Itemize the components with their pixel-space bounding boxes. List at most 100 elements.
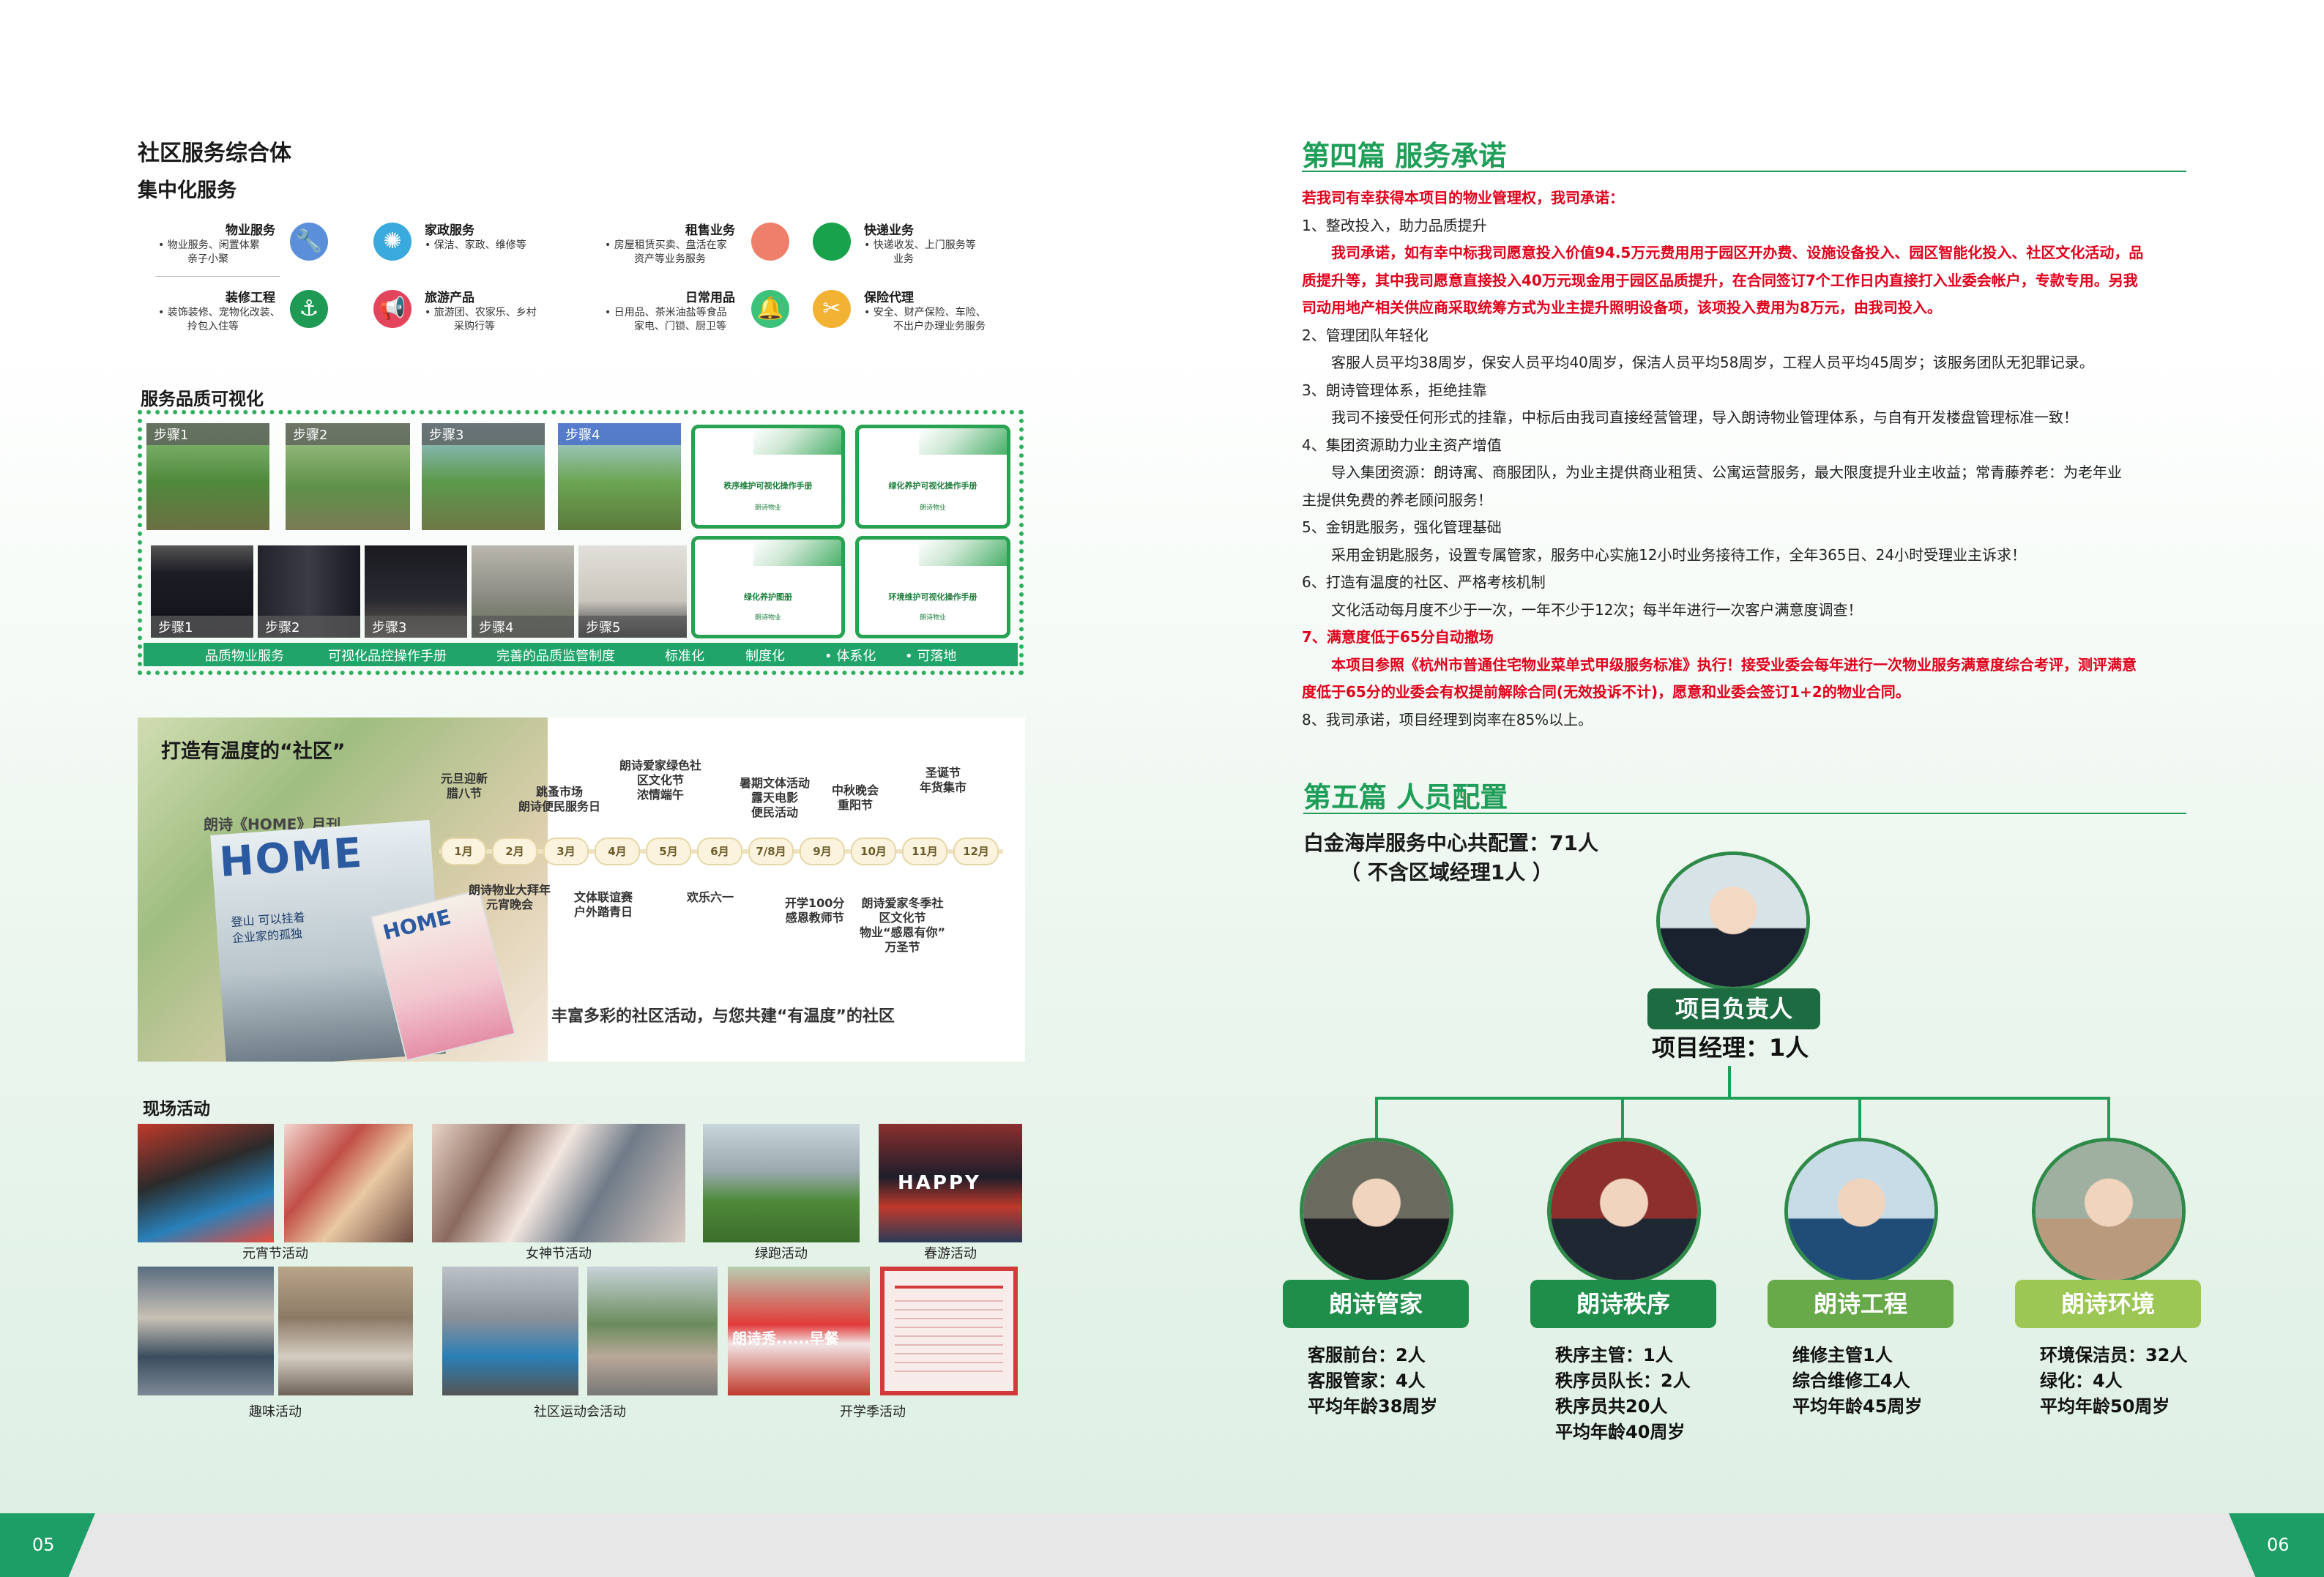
section-divider bbox=[1303, 813, 2186, 814]
manual-cover: 绿化养护可视化操作手册朗诗物业 bbox=[855, 425, 1010, 529]
manual-title: 秩序维护可视化操作手册 bbox=[723, 481, 813, 491]
activity-caption: 社区运动会活动 bbox=[534, 1404, 626, 1420]
team-tag: 朗诗工程 bbox=[1768, 1280, 1954, 1328]
quality-bar-item: • 可落地 bbox=[905, 649, 957, 664]
manual-title: 绿化养护图册 bbox=[744, 592, 792, 602]
quality-bar-item: 制度化 bbox=[745, 649, 785, 664]
service-desc: 亲子小聚 bbox=[187, 253, 228, 265]
service-item: 📢旅游产品• 旅游团、农家乐、乡村采购行等 bbox=[373, 287, 593, 346]
team-tag: 朗诗管家 bbox=[1283, 1280, 1469, 1328]
team-info-line: 绿化：4人 bbox=[2040, 1371, 2123, 1391]
staff-total: 白金海岸服务中心共配置：71人 （ 不含区域经理1人 ） bbox=[1303, 829, 1598, 887]
service-desc: • 物业服务、闲置体累 bbox=[158, 239, 260, 251]
section-title: 社区服务综合体 bbox=[138, 141, 291, 166]
service-desc: • 保洁、家政、维修等 bbox=[425, 239, 526, 251]
banner-text: 朗诗秀......早餐 bbox=[732, 1330, 839, 1347]
wrench-icon: 🔧 bbox=[290, 223, 328, 261]
activity-caption: 开学季活动 bbox=[840, 1404, 906, 1420]
event-label: 元旦迎新 腊八节 bbox=[441, 772, 488, 800]
month-chip: 12月 bbox=[953, 838, 999, 865]
service-name: 快递业务 bbox=[864, 223, 914, 238]
commitment-line: 度低于65分的业委会有权提前解除合同(无效投诉不计)，愿意和业委会签订1+2的物… bbox=[1302, 683, 1910, 701]
manual-logo: 朗诗物业 bbox=[919, 504, 946, 512]
service-desc: • 装饰装修、宠物化改装、 bbox=[158, 307, 280, 318]
magazine-word: HOME bbox=[217, 829, 365, 887]
step-photo: 步骤3 bbox=[365, 545, 467, 638]
activity-photo bbox=[442, 1267, 578, 1395]
team-info-line: 综合维修工4人 bbox=[1792, 1371, 1910, 1391]
step-label: 步骤2 bbox=[258, 616, 360, 638]
step-photo: 步骤5 bbox=[578, 545, 687, 638]
month-chip: 2月 bbox=[492, 838, 537, 865]
quality-panel bbox=[138, 410, 1024, 675]
manual-logo: 朗诗物业 bbox=[919, 614, 946, 622]
month-chip: 11月 bbox=[902, 838, 947, 865]
leader-avatar bbox=[1656, 851, 1810, 991]
event-label: 开学100分 感恩教师节 bbox=[785, 896, 845, 925]
manual-cover: 环境维护可视化操作手册朗诗物业 bbox=[855, 536, 1010, 638]
step-photo: 步骤1 bbox=[151, 545, 253, 638]
quality-bar-item: • 体系化 bbox=[824, 649, 876, 664]
org-connector bbox=[1375, 1097, 1378, 1139]
service-item: 🔔日常用品• 日用品、茶米油盐等食品家电、门锁、厨卫等 bbox=[586, 287, 805, 346]
activity-caption: 绿跑活动 bbox=[755, 1246, 808, 1261]
org-connector bbox=[1375, 1097, 2110, 1100]
activity-photo: 朗诗秀......早餐 bbox=[728, 1267, 870, 1395]
commitment-line: 我司不接受任何形式的挂靠，中标后由我司直接经营管理，导入朗诗物业管理体系，与自有… bbox=[1331, 409, 2078, 426]
team-info-line: 平均年龄50周岁 bbox=[2040, 1396, 2170, 1417]
photo-text: HAPPY bbox=[898, 1172, 981, 1194]
divider bbox=[155, 276, 280, 277]
commitment-line: 客服人员平均38周岁，保安人员平均40周岁，保洁人员平均58周岁，工程人员平均4… bbox=[1331, 354, 2094, 371]
month-chip: 4月 bbox=[595, 838, 640, 865]
step-label: 步骤4 bbox=[558, 423, 681, 445]
team-info-line: 环境保洁员：32人 bbox=[2040, 1345, 2188, 1365]
step-photo: 步骤4 bbox=[558, 423, 681, 530]
team-info-line: 平均年龄45周岁 bbox=[1792, 1396, 1923, 1417]
commitment-line: 2、管理团队年轻化 bbox=[1302, 326, 1429, 344]
service-item: 🔧物业服务• 物业服务、闲置体累亲子小聚 bbox=[146, 220, 366, 278]
commitment-line: 主提供免费的养老顾问服务！ bbox=[1302, 491, 1492, 509]
commitment-line: 导入集团资源：朗诗寓、商服团队，为业主提供商业租赁、公寓运营服务，最大限度提升业… bbox=[1331, 463, 2122, 481]
service-item: ✂保险代理• 安全、财产保险、车险、不出户办理业务服务 bbox=[813, 287, 1032, 346]
step-photo: 步骤4 bbox=[472, 545, 574, 638]
event-label: 中秋晚会 重阳节 bbox=[832, 783, 879, 812]
event-label: 朗诗物业大拜年 元宵晚会 bbox=[469, 883, 551, 911]
step-photo: 步骤1 bbox=[146, 423, 269, 530]
commitment-line: 6、打造有温度的社区、严格考核机制 bbox=[1302, 573, 1546, 591]
quality-bar-item: 完善的品质监管制度 bbox=[496, 649, 615, 664]
manual-cover: 绿化养护图册朗诗物业 bbox=[691, 536, 845, 638]
staff-total-line: 白金海岸服务中心共配置：71人 bbox=[1303, 831, 1598, 855]
circle-icon bbox=[751, 223, 789, 261]
month-chip: 6月 bbox=[697, 838, 742, 865]
service-desc: 家电、门锁、厨卫等 bbox=[634, 321, 726, 332]
service-desc: • 快递收发、上门服务等 bbox=[864, 239, 976, 251]
section-subtitle: 集中化服务 bbox=[138, 179, 237, 202]
service-desc: • 旅游团、农家乐、乡村 bbox=[425, 307, 537, 318]
commitment-line: 8、我司承诺，项目经理到岗率在85%以上。 bbox=[1302, 710, 1593, 728]
commitment-line: 3、朗诗管理体系，拒绝挂靠 bbox=[1302, 381, 1487, 399]
manual-cover: 秩序维护可视化操作手册朗诗物业 bbox=[691, 425, 845, 529]
manual-logo: 朗诗物业 bbox=[754, 504, 781, 512]
manual-title: 环境维护可视化操作手册 bbox=[888, 592, 977, 602]
event-label: 暑期文体活动 露天电影 便民活动 bbox=[740, 776, 811, 819]
warm-title: 打造有温度的“社区” bbox=[161, 740, 346, 763]
anchor-icon: ⚓ bbox=[290, 290, 328, 328]
service-name: 家政服务 bbox=[425, 223, 474, 238]
event-label: 圣诞节 年货集市 bbox=[920, 766, 967, 794]
org-connector bbox=[1728, 1066, 1731, 1098]
activity-poster bbox=[880, 1267, 1018, 1395]
service-name: 保险代理 bbox=[864, 291, 914, 305]
activity-photo: HAPPY bbox=[879, 1124, 1022, 1242]
team-info-line: 平均年龄40周岁 bbox=[1555, 1422, 1686, 1442]
month-chip: 7/8月 bbox=[748, 838, 794, 865]
team-avatar bbox=[1784, 1138, 1938, 1284]
team-info-line: 平均年龄38周岁 bbox=[1308, 1396, 1438, 1417]
event-label: 文体联谊赛 户外踏青日 bbox=[574, 890, 633, 919]
leader-tag: 项目负责人 bbox=[1647, 988, 1820, 1029]
activity-photo bbox=[587, 1267, 718, 1395]
commitment-line: 我司承诺，如有幸中标我司愿意投入价值94.5万元费用用于园区开办费、设施设备投入… bbox=[1331, 244, 2144, 261]
team-avatar bbox=[1300, 1138, 1453, 1284]
commitment-line: 采用金钥匙服务，设置专属管家，服务中心实施12小时业务接待工作，全年365日、2… bbox=[1331, 545, 2027, 564]
service-item: ⚓装修工程• 装饰装修、宠物化改装、拎包入住等 bbox=[146, 287, 366, 346]
page-number-left: 05 bbox=[32, 1535, 55, 1555]
